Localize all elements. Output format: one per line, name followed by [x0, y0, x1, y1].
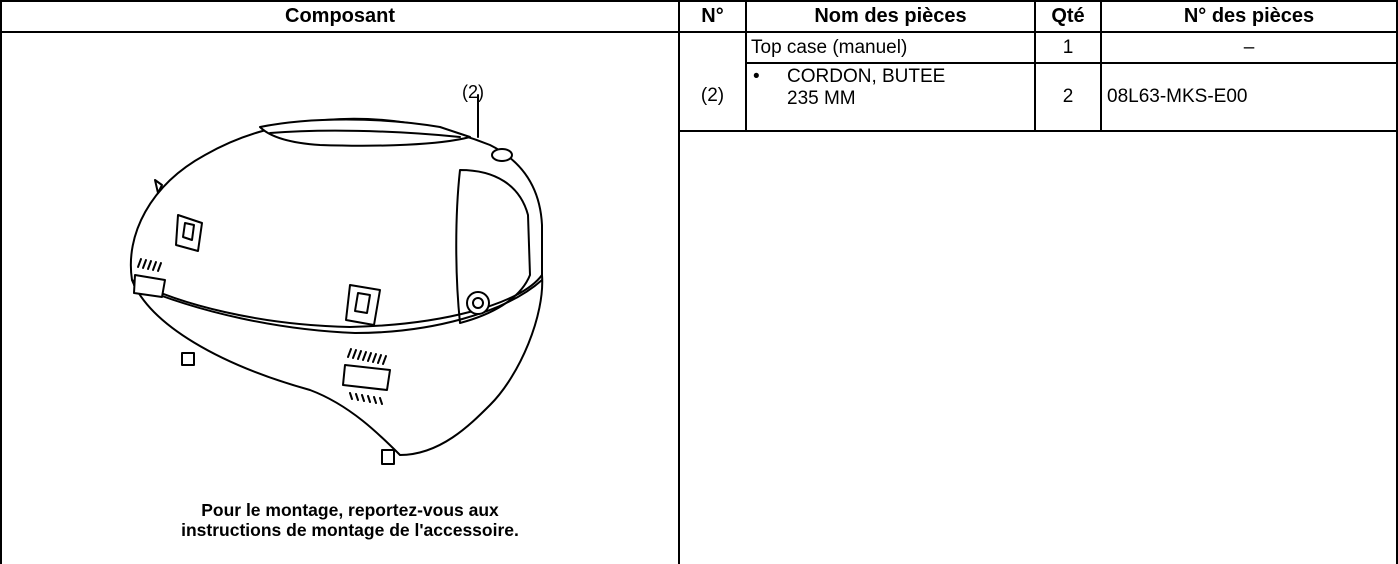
header-bottom-border — [0, 31, 1398, 33]
row1-qty: 1 — [1062, 36, 1074, 58]
table-right-border — [1396, 0, 1398, 564]
row2-qty: 2 — [1062, 86, 1074, 107]
mounting-instructions-caption: Pour le montage, reportez-vous aux instr… — [130, 500, 570, 540]
row2-bullet: • — [753, 66, 760, 87]
component-column-border — [678, 0, 680, 564]
header-component: Composant — [285, 4, 395, 27]
header-ref-no: N° — [701, 4, 724, 27]
header-part-no: N° des pièces — [1183, 4, 1315, 27]
name-column-border — [1034, 0, 1036, 131]
rows-bottom-border — [679, 130, 1398, 132]
row2-part-name-line2: 235 MM — [787, 88, 856, 109]
row1-part-name: Top case (manuel) — [751, 36, 908, 58]
header-qty: Qté — [1051, 4, 1085, 27]
row2-part-name-line1: CORDON, BUTEE — [787, 66, 946, 87]
header-part-name: Nom des pièces — [814, 4, 967, 27]
top-case-illustration — [129, 94, 544, 465]
row1-bottom-border — [746, 62, 1398, 64]
table-left-border — [0, 0, 2, 564]
qty-column-border — [1100, 0, 1102, 131]
ref-column-border — [745, 0, 747, 131]
row2-part-name: CORDON, BUTEE 235 MM — [787, 66, 1032, 110]
row-ref-no: (2) — [700, 85, 725, 106]
caption-line-2: instructions de montage de l'accessoire. — [181, 520, 519, 540]
row1-part-no: – — [1243, 36, 1255, 58]
row2-part-no: 08L63-MKS-E00 — [1107, 86, 1248, 107]
caption-line-1: Pour le montage, reportez-vous aux — [201, 500, 499, 520]
table-top-border — [0, 0, 1398, 2]
